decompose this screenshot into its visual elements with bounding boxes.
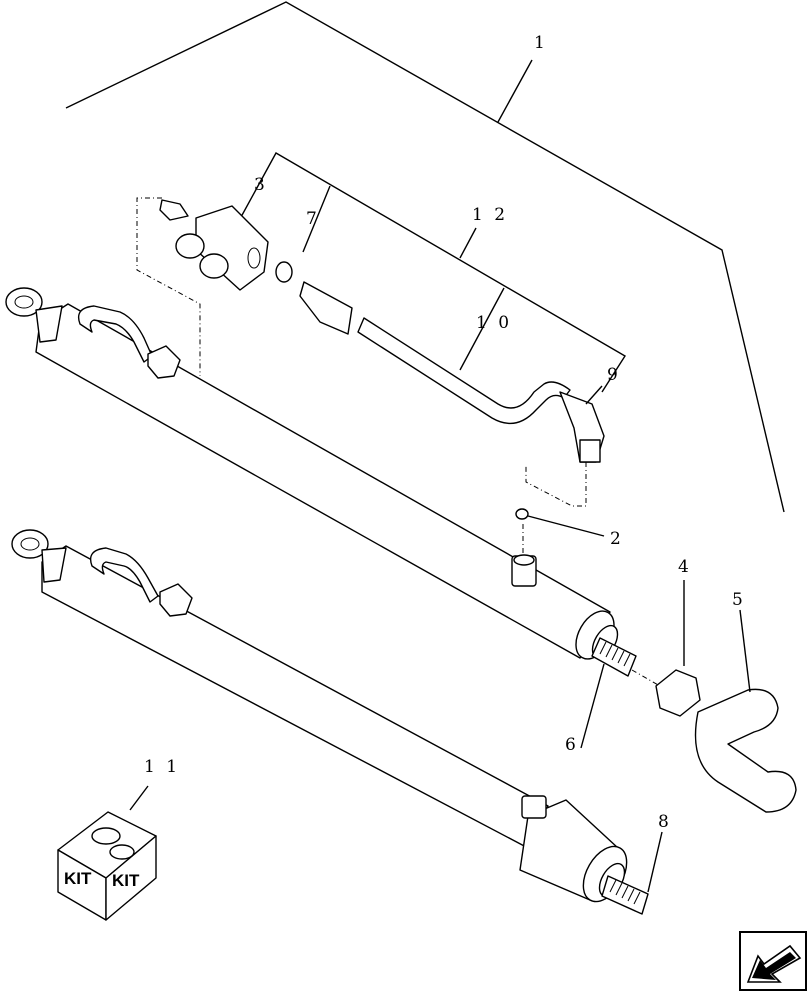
callout-11: 1 1 [144, 757, 180, 777]
callout-8: 8 [658, 812, 672, 832]
leader-lines [129, 385, 751, 893]
callout-2: 2 [610, 529, 624, 549]
tube-assembly [299, 281, 605, 463]
kit-label-left: KIT [64, 869, 92, 888]
callout-10: 1 0 [476, 313, 512, 333]
callout-1: 1 [534, 33, 548, 53]
assembly-bracket-1 [65, 1, 785, 513]
jam-nut [655, 669, 701, 717]
callout-9: 9 [607, 365, 621, 385]
callout-7: 7 [306, 209, 320, 229]
callout-4: 4 [678, 557, 692, 577]
o-ring [275, 261, 293, 283]
assembly-bracket-12 [234, 152, 626, 393]
upper-cylinder [5, 287, 637, 677]
callout-5: 5 [732, 590, 746, 610]
callout-12: 1 2 [472, 205, 508, 225]
clevis [694, 688, 797, 813]
kit-label-right: KIT [112, 871, 140, 890]
lower-cylinder [11, 529, 649, 915]
manifold-block [159, 199, 269, 291]
centerlines [136, 197, 661, 687]
callout-6: 6 [565, 735, 579, 755]
callout-3: 3 [254, 175, 268, 195]
washer [515, 508, 529, 520]
arrow-left-down-icon[interactable] [739, 931, 807, 991]
kit-box: KIT KIT [57, 811, 157, 921]
assembly-bracket-10 [459, 287, 505, 371]
